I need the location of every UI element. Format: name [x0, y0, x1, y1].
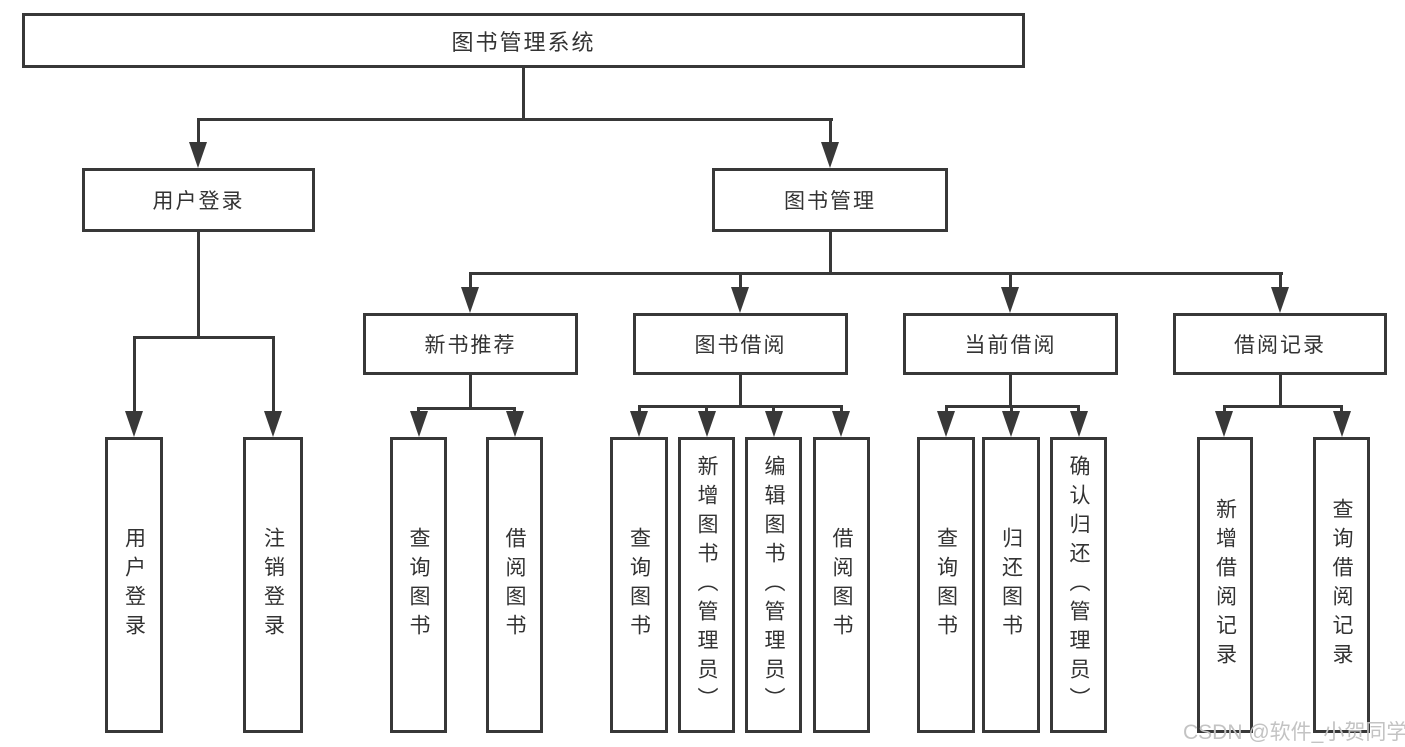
arrowhead-icon	[125, 411, 143, 437]
arrowhead-icon	[698, 411, 716, 437]
connector-line	[739, 373, 742, 408]
arrowhead-icon	[731, 287, 749, 313]
connector-line	[840, 405, 843, 415]
connector-line	[1279, 373, 1282, 408]
node-label: 图书借阅	[694, 334, 787, 357]
leaf-label: 归还图书	[999, 527, 1023, 643]
connector-line	[1279, 272, 1282, 290]
leaf-label: 查询图书	[934, 527, 958, 643]
node-user-login: 用户登录	[82, 168, 315, 232]
leaf-query-books: 查询图书	[390, 437, 447, 733]
node-book-management: 图书管理	[712, 168, 948, 232]
arrowhead-icon	[1001, 287, 1019, 313]
leaf-query-books: 查询图书	[610, 437, 668, 733]
node-label: 用户登录	[152, 190, 245, 213]
connector-line	[829, 229, 832, 275]
leaf-label: 确认归还（管理员）	[1067, 454, 1090, 716]
node-book-borrowing: 图书借阅	[633, 313, 848, 375]
arrowhead-icon	[189, 142, 207, 168]
leaf-borrow-books: 借阅图书	[813, 437, 870, 733]
connector-line	[705, 405, 708, 415]
connector-line	[1009, 373, 1012, 408]
arrowhead-icon	[410, 411, 428, 437]
node-borrowing-records: 借阅记录	[1173, 313, 1387, 375]
leaf-user-login: 用户登录	[105, 437, 163, 733]
connector-line	[133, 336, 275, 339]
leaf-label: 借阅图书	[503, 527, 526, 643]
leaf-return-books: 归还图书	[982, 437, 1040, 733]
arrowhead-icon	[1002, 411, 1020, 437]
connector-line	[1077, 405, 1080, 415]
leaf-add-borrow-record: 新增借阅记录	[1197, 437, 1253, 733]
connector-line	[829, 118, 832, 146]
connector-line	[417, 407, 516, 410]
csdn-watermark: CSDN @软件_小贺同学	[1183, 721, 1405, 744]
arrowhead-icon	[1215, 411, 1233, 437]
leaf-query-borrow-record: 查询借阅记录	[1313, 437, 1370, 733]
node-label: 借阅记录	[1234, 334, 1326, 357]
arrowhead-icon	[832, 411, 850, 437]
connector-line	[469, 272, 472, 290]
connector-line	[772, 405, 775, 415]
leaf-edit-books-admin: 编辑图书（管理员）	[745, 437, 802, 733]
leaf-label: 查询图书	[407, 527, 430, 643]
node-label: 新书推荐	[424, 334, 517, 357]
connector-line	[469, 272, 1283, 275]
connector-line	[739, 272, 742, 290]
arrowhead-icon	[765, 411, 783, 437]
node-label: 当前借阅	[964, 334, 1057, 357]
connector-line	[197, 118, 200, 146]
node-label: 图书管理系统	[451, 29, 596, 55]
connector-line	[197, 229, 200, 339]
connector-line	[1223, 405, 1226, 415]
connector-line	[1010, 405, 1013, 415]
connector-line	[469, 373, 472, 410]
arrowhead-icon	[821, 142, 839, 168]
connector-line	[638, 405, 641, 415]
arrowhead-icon	[937, 411, 955, 437]
leaf-label: 新增借阅记录	[1213, 498, 1237, 672]
arrowhead-icon	[630, 411, 648, 437]
leaf-confirm-return-admin: 确认归还（管理员）	[1050, 437, 1107, 733]
node-current-borrowing: 当前借阅	[903, 313, 1118, 375]
leaf-label: 用户登录	[122, 527, 146, 643]
node-label: 图书管理	[784, 190, 876, 213]
leaf-label: 新增图书（管理员）	[695, 454, 718, 716]
connector-line	[133, 336, 136, 414]
arrowhead-icon	[1271, 287, 1289, 313]
connector-line	[1009, 272, 1012, 290]
leaf-label: 查询借阅记录	[1330, 498, 1353, 672]
arrowhead-icon	[1070, 411, 1088, 437]
arrowhead-icon	[264, 411, 282, 437]
leaf-label: 查询图书	[627, 527, 651, 643]
leaf-label: 借阅图书	[830, 527, 853, 643]
leaf-borrow-books: 借阅图书	[486, 437, 543, 733]
connector-line	[197, 118, 833, 121]
arrowhead-icon	[1333, 411, 1351, 437]
connector-line	[272, 336, 275, 414]
connector-line	[522, 66, 525, 120]
connector-line	[945, 405, 948, 415]
leaf-add-books-admin: 新增图书（管理员）	[678, 437, 735, 733]
leaf-logout: 注销登录	[243, 437, 303, 733]
node-library-management-system: 图书管理系统	[22, 13, 1025, 68]
leaf-label: 编辑图书（管理员）	[762, 454, 785, 716]
node-new-book-recommend: 新书推荐	[363, 313, 578, 375]
arrowhead-icon	[506, 411, 524, 437]
leaf-query-books: 查询图书	[917, 437, 975, 733]
leaf-label: 注销登录	[261, 527, 285, 643]
connector-line	[1340, 405, 1343, 415]
arrowhead-icon	[461, 287, 479, 313]
connector-line	[638, 405, 843, 408]
connector-line	[1223, 405, 1343, 408]
